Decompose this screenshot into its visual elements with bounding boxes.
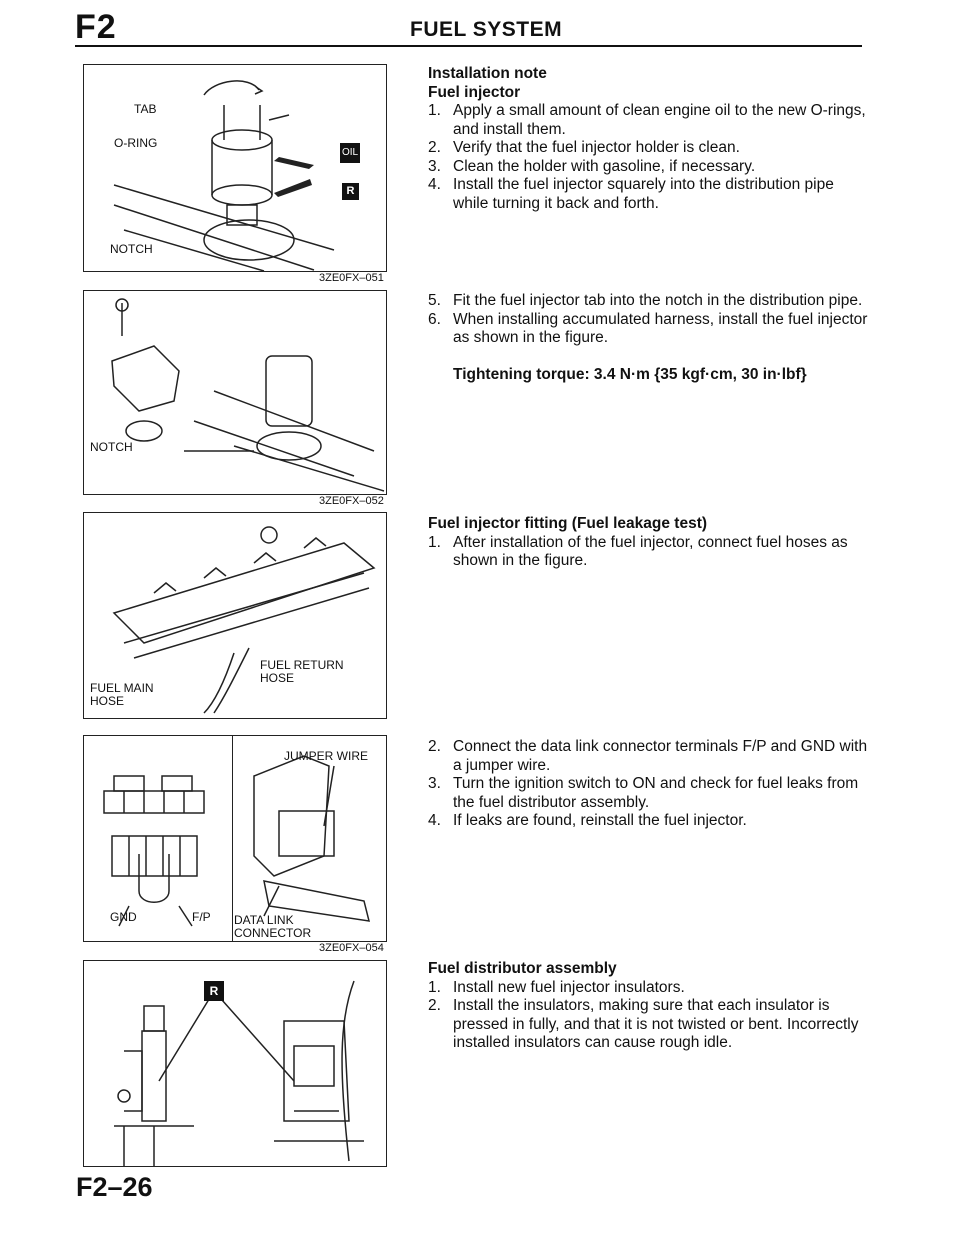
jumper-wire-label: JUMPER WIRE bbox=[284, 749, 368, 763]
step-item: 1.Apply a small amount of clean engine o… bbox=[428, 102, 866, 138]
notch-label: NOTCH bbox=[110, 242, 153, 256]
step-item: 6.When installing accumulated harness, i… bbox=[428, 310, 868, 347]
section-leakage-test: Fuel injector fitting (Fuel leakage test… bbox=[428, 515, 868, 571]
step-item: 4.If leaks are found, reinstall the fuel… bbox=[428, 812, 747, 829]
step-list: 1.After installation of the fuel injecto… bbox=[428, 534, 868, 571]
fuel-return-hose-label: FUEL RETURN bbox=[260, 658, 344, 672]
fuel-main-hose-label-line2: HOSE bbox=[90, 694, 125, 708]
figure-injector-notch: NOTCH bbox=[83, 290, 387, 495]
figure-insulators: R bbox=[83, 960, 387, 1167]
page-title: FUEL SYSTEM bbox=[410, 18, 563, 41]
section-code: F2 bbox=[75, 8, 117, 46]
data-link-connector-label: DATA LINK bbox=[234, 913, 294, 927]
figure-injector-install: TAB O-RING NOTCH OIL R bbox=[83, 64, 387, 272]
step-item: 4.Install the fuel injector squarely int… bbox=[428, 176, 834, 212]
section-subheading: Fuel injector bbox=[428, 83, 521, 101]
o-ring-label: O-RING bbox=[114, 136, 158, 150]
connector-illustration bbox=[103, 755, 371, 927]
notch-label: NOTCH bbox=[90, 440, 133, 454]
step-item: 2.Install the insulators, making sure th… bbox=[428, 997, 859, 1051]
figure-code: 3ZE0FX–054 bbox=[319, 942, 384, 954]
harness-bracket-illustration bbox=[111, 298, 385, 492]
figure-data-link-connector: JUMPER WIRE GND F/P DATA LINK CONNECTOR bbox=[83, 735, 387, 942]
step-list: 1.Install new fuel injector insulators. … bbox=[428, 979, 868, 1053]
step-item: 5.Fit the fuel injector tab into the not… bbox=[428, 292, 863, 309]
injector-illustration bbox=[113, 80, 335, 271]
section-fuel-distributor: Fuel distributor assembly 1.Install new … bbox=[428, 960, 868, 1053]
figure-divider bbox=[232, 736, 233, 941]
tightening-torque: Tightening torque: 3.4 N·m {35 kgf·cm, 3… bbox=[453, 365, 807, 383]
page-number: F2–26 bbox=[76, 1172, 153, 1202]
section-heading: Fuel distributor assembly bbox=[428, 960, 617, 977]
step-list: 5.Fit the fuel injector tab into the not… bbox=[428, 292, 868, 348]
tab-label: TAB bbox=[134, 102, 157, 116]
replace-icon: R bbox=[342, 183, 359, 200]
data-link-connector-label-line2: CONNECTOR bbox=[234, 926, 312, 940]
step-item: 2.Verify that the fuel injector holder i… bbox=[428, 139, 740, 156]
section-heading: Fuel injector fitting (Fuel leakage test… bbox=[428, 515, 708, 532]
replace-icon: R bbox=[204, 981, 224, 1001]
fuel-return-hose-label-line2: HOSE bbox=[260, 671, 295, 685]
oil-icon: OIL bbox=[340, 143, 360, 163]
step-item: 1.Install new fuel injector insulators. bbox=[428, 978, 685, 996]
step-list: 1.Apply a small amount of clean engine o… bbox=[428, 102, 868, 213]
step-item: 1.After installation of the fuel injecto… bbox=[428, 533, 848, 570]
step-item: 3.Turn the ignition switch to ON and che… bbox=[428, 775, 859, 811]
insulator-illustration bbox=[114, 980, 364, 1166]
fuel-main-hose-label: FUEL MAIN bbox=[90, 681, 154, 695]
step-item: 2.Connect the data link connector termin… bbox=[428, 738, 868, 774]
gnd-label: GND bbox=[110, 910, 137, 924]
distribution-pipe-illustration bbox=[112, 526, 376, 714]
section-heading: Installation note bbox=[428, 65, 547, 82]
figure-code: 3ZE0FX–051 bbox=[319, 272, 384, 284]
header-rule bbox=[75, 45, 862, 47]
fp-label: F/P bbox=[192, 910, 211, 924]
figure-code: 3ZE0FX–052 bbox=[319, 495, 384, 507]
step-list: 2.Connect the data link connector termin… bbox=[428, 738, 868, 831]
section-leakage-check: 2.Connect the data link connector termin… bbox=[428, 738, 868, 831]
figure-fuel-hoses: FUEL RETURN HOSE FUEL MAIN HOSE bbox=[83, 512, 387, 719]
step-item: 3.Clean the holder with gasoline, if nec… bbox=[428, 157, 756, 175]
section-installation-note: Installation note Fuel injector 1.Apply … bbox=[428, 65, 868, 213]
section-injector-fit: 5.Fit the fuel injector tab into the not… bbox=[428, 292, 868, 384]
